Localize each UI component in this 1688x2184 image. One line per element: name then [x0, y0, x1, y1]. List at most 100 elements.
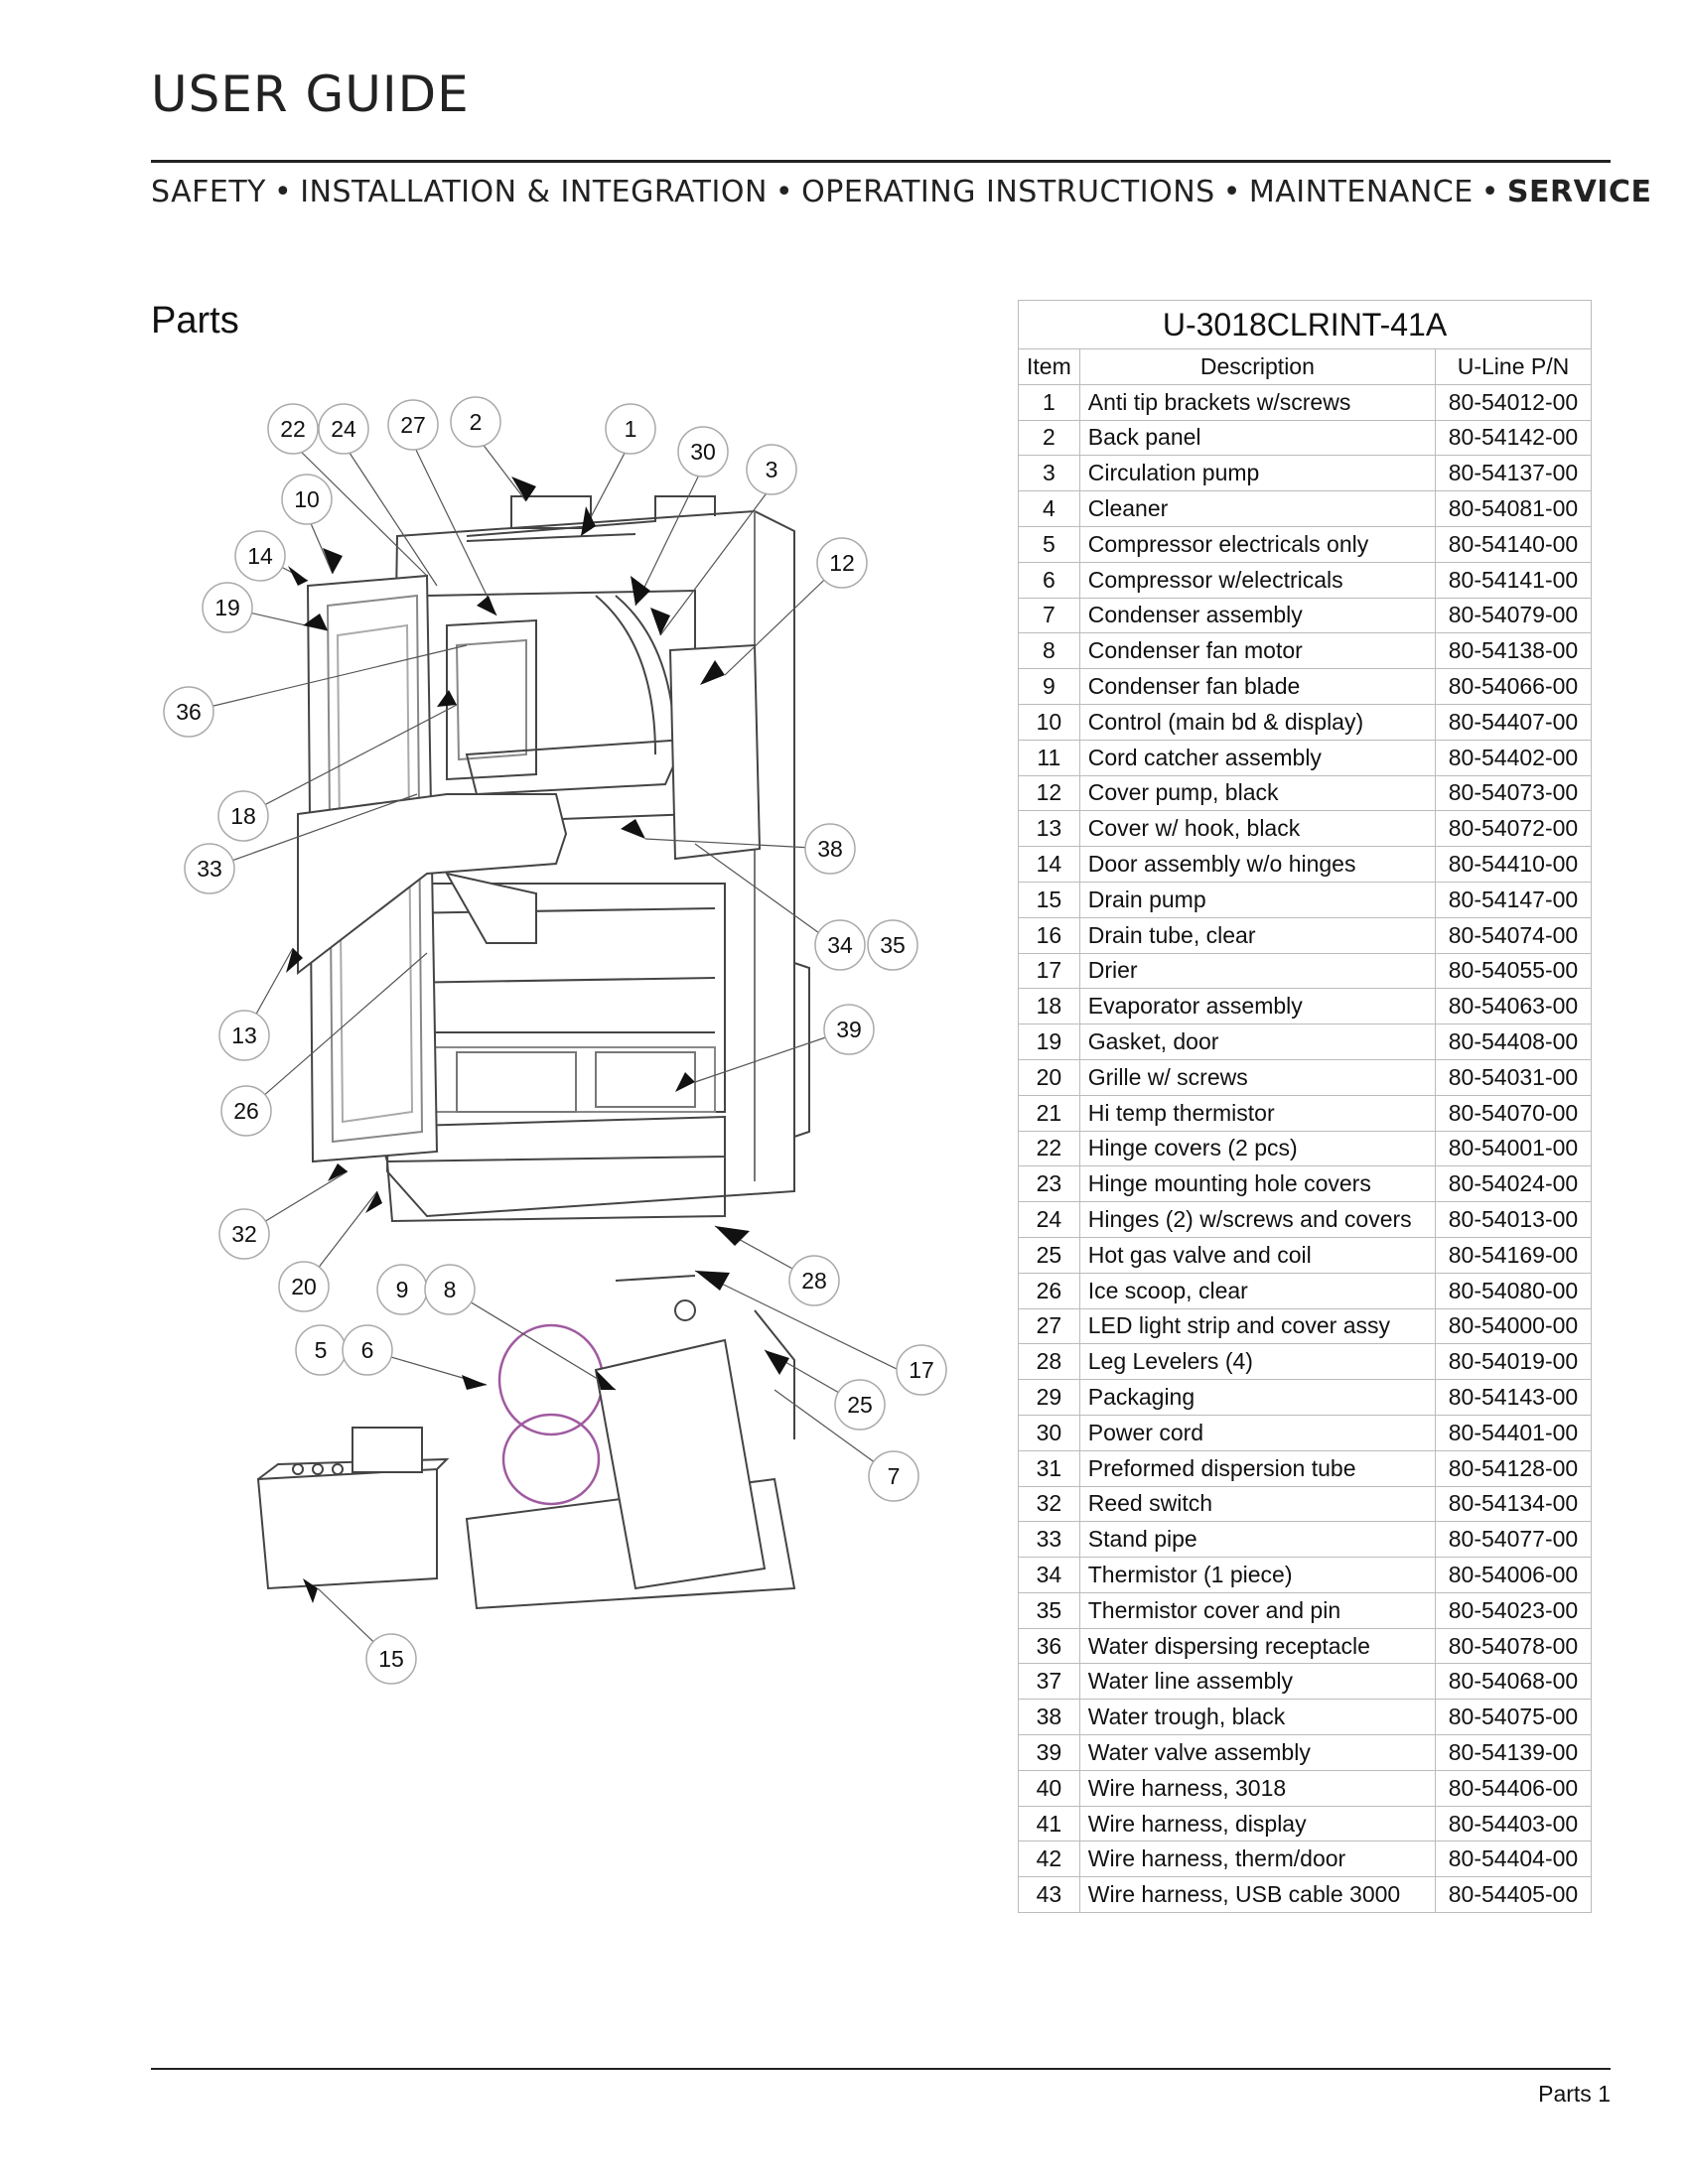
part-number: 80-54404-00 [1435, 1841, 1592, 1878]
svg-text:20: 20 [291, 1274, 317, 1299]
part-description: LED light strip and cover assy [1078, 1307, 1437, 1345]
svg-text:35: 35 [880, 932, 906, 958]
part-description: Drain pump [1078, 881, 1437, 918]
svg-text:38: 38 [817, 836, 843, 862]
part-number: 80-54013-00 [1435, 1201, 1592, 1238]
item-number: 41 [1018, 1805, 1080, 1843]
callout-3: 3 [746, 444, 797, 495]
model-number: U-3018CLRINT-41A [1018, 300, 1592, 349]
part-description: Condenser fan blade [1078, 668, 1437, 705]
nav-maintenance[interactable]: MAINTENANCE [1248, 175, 1474, 209]
part-description: Ice scoop, clear [1078, 1272, 1437, 1309]
nav-safety[interactable]: SAFETY [151, 175, 266, 209]
callout-9: 9 [376, 1264, 428, 1315]
part-number: 80-54075-00 [1435, 1699, 1592, 1736]
part-description: Wire harness, therm/door [1078, 1841, 1437, 1878]
callout-8: 8 [424, 1264, 476, 1315]
svg-text:7: 7 [888, 1463, 901, 1489]
nav-separator: • [273, 175, 293, 209]
item-number: 37 [1018, 1663, 1080, 1701]
svg-text:24: 24 [331, 416, 356, 442]
part-number: 80-54023-00 [1435, 1591, 1592, 1629]
part-description: Circulation pump [1078, 455, 1437, 492]
part-number: 80-54012-00 [1435, 383, 1592, 421]
callout-25: 25 [834, 1379, 886, 1431]
svg-text:14: 14 [247, 543, 273, 569]
part-description: Thermistor (1 piece) [1078, 1557, 1437, 1593]
nav-separator: • [1480, 175, 1499, 209]
part-number: 80-54401-00 [1435, 1414, 1592, 1451]
callout-15: 15 [365, 1633, 417, 1685]
item-number: 19 [1018, 1024, 1080, 1060]
item-number: 5 [1018, 525, 1080, 563]
part-number: 80-54408-00 [1435, 1024, 1592, 1060]
item-number: 34 [1018, 1557, 1080, 1593]
svg-text:27: 27 [400, 412, 426, 438]
part-number: 80-54019-00 [1435, 1343, 1592, 1381]
part-description: Power cord [1078, 1414, 1437, 1451]
part-description: Cover pump, black [1078, 774, 1437, 812]
part-number: 80-54140-00 [1435, 525, 1592, 563]
part-number: 80-54403-00 [1435, 1805, 1592, 1843]
part-description: Leg Levelers (4) [1078, 1343, 1437, 1381]
part-description: Water trough, black [1078, 1699, 1437, 1736]
column-header-item: Item [1018, 348, 1080, 385]
part-number: 80-54063-00 [1435, 988, 1592, 1025]
item-number: 25 [1018, 1236, 1080, 1274]
callout-35: 35 [867, 919, 918, 971]
part-number: 80-54138-00 [1435, 632, 1592, 670]
callout-20: 20 [278, 1261, 330, 1312]
part-number: 80-54134-00 [1435, 1485, 1592, 1523]
nav-installation[interactable]: INSTALLATION & INTEGRATION [300, 175, 768, 209]
item-number: 8 [1018, 632, 1080, 670]
part-description: Thermistor cover and pin [1078, 1591, 1437, 1629]
arrowheads [286, 477, 789, 1603]
item-number: 38 [1018, 1699, 1080, 1736]
item-number: 6 [1018, 561, 1080, 599]
callout-6: 6 [342, 1324, 393, 1376]
part-number: 80-54407-00 [1435, 703, 1592, 741]
part-description: Hinges (2) w/screws and covers [1078, 1201, 1437, 1238]
item-number: 30 [1018, 1414, 1080, 1451]
part-number: 80-54078-00 [1435, 1627, 1592, 1665]
part-number: 80-54141-00 [1435, 561, 1592, 599]
callout-14: 14 [234, 530, 286, 582]
part-description: Anti tip brackets w/screws [1078, 383, 1437, 421]
part-description: Hot gas valve and coil [1078, 1236, 1437, 1274]
callout-13: 13 [218, 1010, 270, 1061]
item-number: 29 [1018, 1379, 1080, 1416]
exploded-parts-diagram: 22 24 27 2 1 30 3 10 14 12 19 36 18 33 3… [163, 396, 947, 1685]
item-number: 3 [1018, 455, 1080, 492]
svg-text:26: 26 [233, 1098, 259, 1124]
nav-operating[interactable]: OPERATING INSTRUCTIONS [801, 175, 1215, 209]
item-number: 42 [1018, 1841, 1080, 1878]
item-number: 43 [1018, 1876, 1080, 1914]
callout-22: 22 [267, 403, 319, 455]
part-number: 80-54139-00 [1435, 1734, 1592, 1771]
nav-service[interactable]: SERVICE [1506, 175, 1652, 209]
header-rule [151, 160, 1611, 163]
svg-text:1: 1 [625, 416, 637, 442]
svg-text:5: 5 [315, 1337, 328, 1363]
part-number: 80-54070-00 [1435, 1094, 1592, 1132]
part-number: 80-54024-00 [1435, 1165, 1592, 1203]
item-number: 33 [1018, 1521, 1080, 1559]
callout-38: 38 [804, 823, 856, 875]
part-number: 80-54001-00 [1435, 1130, 1592, 1167]
callout-30: 30 [677, 426, 729, 478]
